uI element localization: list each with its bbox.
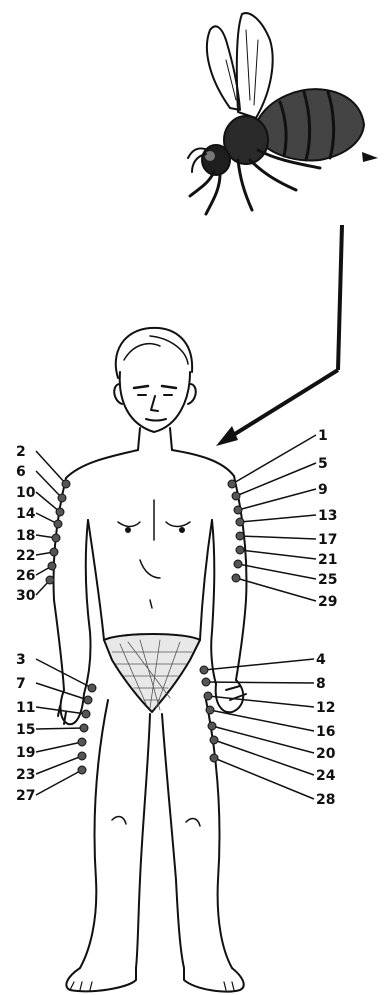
leader-line xyxy=(208,696,314,707)
sting-point-marker xyxy=(88,684,96,692)
sting-point-label: 22 xyxy=(16,548,35,564)
leader-line xyxy=(240,550,316,559)
sting-point-label: 26 xyxy=(16,568,35,584)
sting-point-marker xyxy=(234,506,242,514)
sting-point-marker xyxy=(46,576,54,584)
sting-point-marker xyxy=(208,722,216,730)
sting-point-9: 9 xyxy=(234,482,328,514)
sting-point-label: 21 xyxy=(318,552,337,568)
sting-point-label: 23 xyxy=(16,767,35,783)
sting-points: 1591317212529261014182226304812162024283… xyxy=(16,428,337,808)
sting-point-marker xyxy=(54,520,62,528)
sting-point-label: 14 xyxy=(16,506,36,522)
sting-point-marker xyxy=(210,736,218,744)
sting-point-3: 3 xyxy=(16,652,96,692)
leader-line xyxy=(232,435,316,484)
bee-icon xyxy=(188,13,378,214)
leader-line xyxy=(204,659,314,670)
sting-point-label: 10 xyxy=(16,485,36,501)
leader-line xyxy=(36,728,84,729)
sting-point-marker xyxy=(236,532,244,540)
sting-point-marker xyxy=(206,706,214,714)
sting-point-label: 3 xyxy=(16,652,26,668)
sting-point-14: 14 xyxy=(16,506,62,528)
leader-line xyxy=(236,578,316,601)
leader-line xyxy=(36,756,82,774)
leader-line xyxy=(214,740,314,775)
sting-point-label: 30 xyxy=(16,588,36,604)
sting-point-15: 15 xyxy=(16,722,88,738)
sting-point-label: 28 xyxy=(316,792,335,808)
sting-point-marker xyxy=(50,548,58,556)
sting-point-label: 25 xyxy=(318,572,337,588)
sting-point-marker xyxy=(48,562,56,570)
sting-point-4: 4 xyxy=(200,652,326,674)
sting-point-label: 2 xyxy=(16,444,26,460)
leader-line xyxy=(240,515,316,522)
leader-line xyxy=(36,451,66,484)
sting-point-label: 4 xyxy=(316,652,326,668)
sting-point-label: 19 xyxy=(16,745,35,761)
leader-line xyxy=(236,463,316,496)
sting-point-marker xyxy=(78,752,86,760)
sting-point-marker xyxy=(52,534,60,542)
arrow xyxy=(216,225,342,446)
sting-point-marker xyxy=(232,492,240,500)
sting-point-label: 15 xyxy=(16,722,35,738)
leader-line xyxy=(36,492,60,512)
leader-line xyxy=(240,536,316,539)
sting-point-marker xyxy=(200,666,208,674)
human-body-front-icon xyxy=(54,328,247,992)
leader-line xyxy=(212,726,314,753)
sting-point-marker xyxy=(56,508,64,516)
leader-line xyxy=(36,770,82,795)
sting-point-label: 27 xyxy=(16,788,35,804)
sting-point-label: 16 xyxy=(316,724,335,740)
leader-line xyxy=(210,710,314,731)
sting-point-label: 11 xyxy=(16,700,35,716)
sting-point-18: 18 xyxy=(16,528,60,544)
sting-point-label: 12 xyxy=(316,700,335,716)
sting-point-marker xyxy=(210,754,218,762)
sting-point-label: 29 xyxy=(318,594,337,610)
sting-point-marker xyxy=(234,560,242,568)
sting-point-label: 5 xyxy=(318,456,328,472)
sting-point-label: 13 xyxy=(318,508,337,524)
leader-line xyxy=(238,564,316,579)
sting-point-marker xyxy=(78,766,86,774)
sting-point-marker xyxy=(202,678,210,686)
leader-line xyxy=(214,758,314,799)
sting-point-13: 13 xyxy=(236,508,337,526)
sting-point-marker xyxy=(232,574,240,582)
sting-point-label: 6 xyxy=(16,464,26,480)
sting-point-marker xyxy=(62,480,70,488)
sting-point-marker xyxy=(228,480,236,488)
sting-point-label: 24 xyxy=(316,768,336,784)
sting-point-label: 9 xyxy=(318,482,328,498)
leader-line xyxy=(238,489,316,510)
sting-point-label: 1 xyxy=(318,428,328,444)
sting-point-label: 18 xyxy=(16,528,35,544)
sting-point-marker xyxy=(84,696,92,704)
sting-point-5: 5 xyxy=(232,456,328,500)
sting-point-8: 8 xyxy=(202,676,326,692)
sting-point-marker xyxy=(58,494,66,502)
sting-point-label: 7 xyxy=(16,676,26,692)
sting-point-17: 17 xyxy=(236,532,337,548)
sting-point-marker xyxy=(78,738,86,746)
sting-point-marker xyxy=(204,692,212,700)
sting-point-marker xyxy=(236,546,244,554)
sting-point-marker xyxy=(82,710,90,718)
sting-point-label: 20 xyxy=(316,746,336,762)
sting-point-marker xyxy=(236,518,244,526)
sting-point-21: 21 xyxy=(236,546,337,568)
leader-line xyxy=(206,682,314,683)
sting-point-19: 19 xyxy=(16,738,86,761)
sting-point-marker xyxy=(80,724,88,732)
leader-line xyxy=(36,742,82,752)
sting-point-label: 17 xyxy=(318,532,337,548)
sting-point-label: 8 xyxy=(316,676,326,692)
